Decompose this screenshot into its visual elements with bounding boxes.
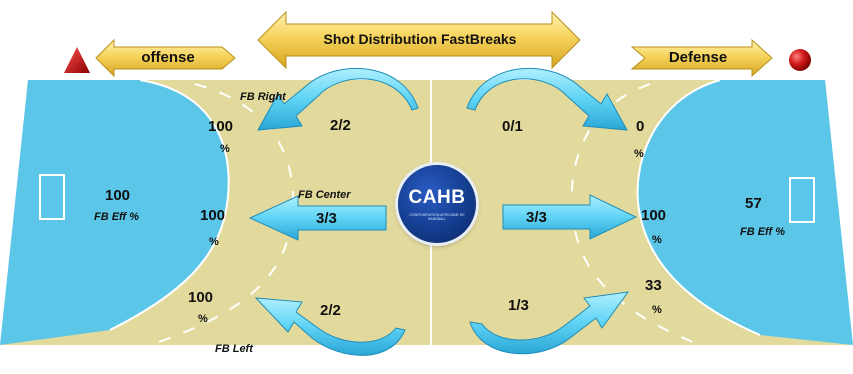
right-goal	[789, 177, 815, 223]
offense-right-pct-sign: %	[220, 143, 230, 155]
offense-center-pct-sign: %	[209, 236, 219, 248]
offense-right-ratio: 2/2	[330, 117, 351, 134]
defense-top-ratio: 0/1	[502, 118, 523, 135]
circle-icon	[789, 49, 811, 71]
offense-center-label: FB Center	[298, 189, 351, 201]
defense-bottom-pct: 33	[645, 277, 662, 294]
offense-left-pct-sign: %	[198, 313, 208, 325]
defense-eff-label: FB Eff %	[740, 226, 786, 238]
offense-left-ratio: 2/2	[320, 302, 341, 319]
offense-center-pct: 100	[200, 207, 226, 224]
offense-right-label: FB Right	[240, 91, 286, 103]
offense-left-pct: 100	[188, 289, 214, 306]
offense-center-arrow	[248, 195, 387, 241]
defense-middle-arrow	[502, 194, 638, 240]
offense-left-label: FB Left	[215, 343, 253, 355]
logo-subtext: CONFEDERATION AFRICAINE DE HANDBALL	[409, 213, 465, 221]
defense-label: Defense	[668, 49, 728, 66]
offense-left-arrow	[254, 297, 406, 356]
right-goal-area-line	[636, 79, 761, 336]
offense-eff-value: 100	[105, 187, 131, 204]
cahb-logo: CAHB CONFEDERATION AFRICAINE DE HANDBALL	[398, 165, 476, 243]
defense-bottom-arrow	[469, 291, 630, 355]
defense-top-pct: 0	[636, 118, 645, 135]
court-floor-shade	[0, 345, 853, 374]
offense-banner	[95, 38, 236, 78]
left-goal-area-line	[109, 79, 230, 331]
triangle-up-icon	[64, 47, 90, 73]
defense-middle-pct: 100	[641, 207, 667, 224]
defense-middle-pct-sign: %	[652, 234, 662, 246]
page-title: Shot Distribution FastBreaks	[323, 31, 517, 47]
defense-eff-value: 57	[745, 195, 762, 212]
offense-label: offense	[141, 49, 195, 66]
offense-right-arrow	[257, 67, 419, 131]
left-goal	[39, 174, 65, 220]
right-goal-area	[637, 80, 853, 345]
defense-banner	[630, 38, 773, 78]
left-goal-area	[0, 80, 229, 345]
logo-text: CAHB	[408, 187, 466, 208]
defense-top-arrow	[466, 67, 628, 131]
defense-middle-ratio: 3/3	[526, 209, 547, 226]
defense-bottom-ratio: 1/3	[508, 297, 529, 314]
offense-center-ratio: 3/3	[316, 210, 337, 227]
offense-eff-label: FB Eff %	[94, 211, 140, 223]
offense-right-pct: 100	[208, 118, 234, 135]
title-banner	[257, 10, 581, 70]
defense-bottom-pct-sign: %	[652, 304, 662, 316]
defense-top-pct-sign: %	[634, 148, 644, 160]
